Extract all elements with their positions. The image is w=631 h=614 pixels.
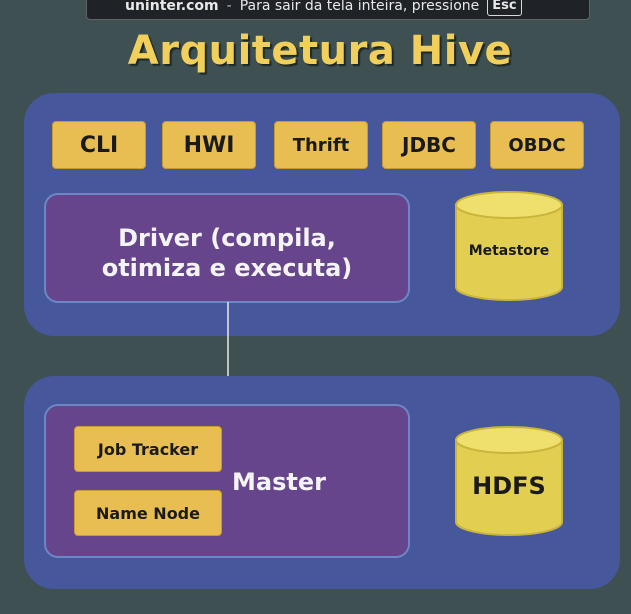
job-tracker-tag: Job Tracker xyxy=(74,426,222,472)
database-icon xyxy=(455,426,563,536)
interface-thrift: Thrift xyxy=(274,121,368,169)
driver-label: Driver (compila, otimiza e executa) xyxy=(46,223,408,283)
driver-box: Driver (compila, otimiza e executa) xyxy=(44,193,410,303)
metastore-label: Metastore xyxy=(468,243,550,259)
diagram-title: Arquitetura Hive xyxy=(127,28,513,74)
master-label: Master xyxy=(232,468,326,496)
esc-key-badge: Esc xyxy=(487,0,522,16)
master-box: Job Tracker Name Node Master xyxy=(44,404,410,558)
interface-jdbc: JDBC xyxy=(382,121,476,169)
metastore-cylinder: Metastore xyxy=(454,191,564,303)
database-icon xyxy=(455,191,563,301)
driver-label-line1: Driver (compila, xyxy=(118,224,336,252)
hdfs-cylinder: HDFS xyxy=(454,426,564,538)
notice-separator: - xyxy=(226,0,232,14)
notice-host: uninter.com xyxy=(125,0,219,14)
driver-label-line2: otimiza e executa) xyxy=(101,254,353,282)
cluster-panel: Job Tracker Name Node Master HDFS xyxy=(24,376,620,589)
fullscreen-notice: uninter.com - Para sair da tela inteira,… xyxy=(86,0,590,20)
hdfs-label: HDFS xyxy=(472,472,546,500)
name-node-tag: Name Node xyxy=(74,490,222,536)
notice-message: Para sair da tela inteira, pressione xyxy=(239,0,480,14)
hive-panel: CLI HWI Thrift JDBC OBDC Driver (compila… xyxy=(24,93,620,336)
interface-hwi: HWI xyxy=(162,121,256,169)
interface-obdc: OBDC xyxy=(490,121,584,169)
interface-cli: CLI xyxy=(52,121,146,169)
